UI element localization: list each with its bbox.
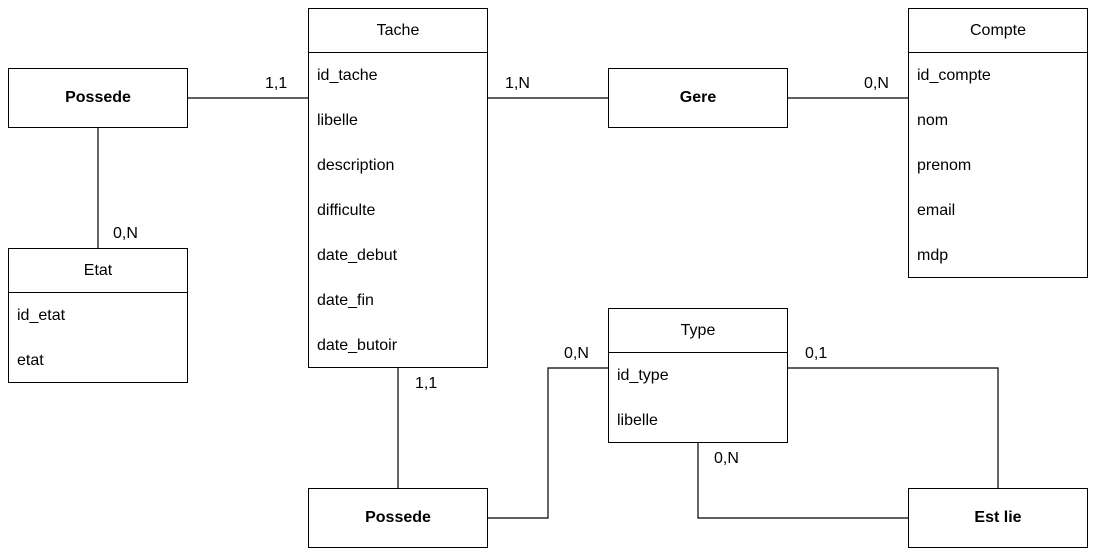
- attribute: id_tache: [317, 67, 378, 84]
- cardinality-tache-gere: 1,N: [505, 75, 530, 92]
- entity-title: Tache: [309, 9, 487, 53]
- attribute: date_debut: [317, 247, 398, 264]
- attribute: mdp: [917, 247, 949, 264]
- cardinality-type-possede-bottom: 0,N: [564, 345, 589, 362]
- attribute: id_etat: [17, 307, 66, 324]
- attribute: date_fin: [317, 292, 374, 309]
- cardinality-type-est-lie-b: 0,N: [714, 450, 739, 467]
- attribute: id_type: [617, 367, 669, 384]
- association-label: Gere: [679, 89, 717, 106]
- cardinality-compte-gere: 0,N: [864, 75, 889, 92]
- cardinality-tache-possede-bottom: 1,1: [415, 375, 438, 392]
- attribute: nom: [917, 112, 949, 129]
- entity-title: Etat: [9, 249, 187, 293]
- attribute: libelle: [317, 112, 358, 129]
- association-label: Possede: [365, 509, 431, 526]
- attribute: etat: [17, 352, 44, 369]
- cardinality-tache-possede-top: 1,1: [265, 75, 288, 92]
- cardinality-etat-possede-top: 0,N: [113, 225, 138, 242]
- line-type-estlie-a: [788, 367, 999, 488]
- attribute: difficulte: [317, 202, 376, 219]
- cardinality-type-est-lie-a: 0,1: [805, 345, 828, 362]
- association-label: Possede: [65, 89, 131, 106]
- association-label: Est lie: [974, 509, 1022, 526]
- association-est-lie[interactable]: Est lie: [908, 488, 1088, 548]
- association-possede-bottom[interactable]: Possede: [308, 488, 488, 548]
- association-gere[interactable]: Gere: [608, 68, 788, 128]
- attribute: description: [317, 157, 395, 174]
- association-possede-top[interactable]: Possede: [8, 68, 188, 128]
- entity-type[interactable]: Type id_type libelle: [608, 308, 788, 443]
- attribute: libelle: [617, 412, 658, 429]
- entity-title: Type: [609, 309, 787, 353]
- attribute: prenom: [917, 157, 972, 174]
- line-possede-type: [488, 367, 608, 519]
- entity-tache[interactable]: Tache id_tache libelle description diffi…: [308, 8, 488, 368]
- attribute: email: [917, 202, 956, 219]
- attribute: date_butoir: [317, 337, 398, 354]
- entity-compte[interactable]: Compte id_compte nom prenom email mdp: [908, 8, 1088, 278]
- line-type-estlie-b: [697, 443, 908, 519]
- attribute: id_compte: [917, 67, 991, 84]
- entity-etat[interactable]: Etat id_etat etat: [8, 248, 188, 383]
- entity-title: Compte: [909, 9, 1087, 53]
